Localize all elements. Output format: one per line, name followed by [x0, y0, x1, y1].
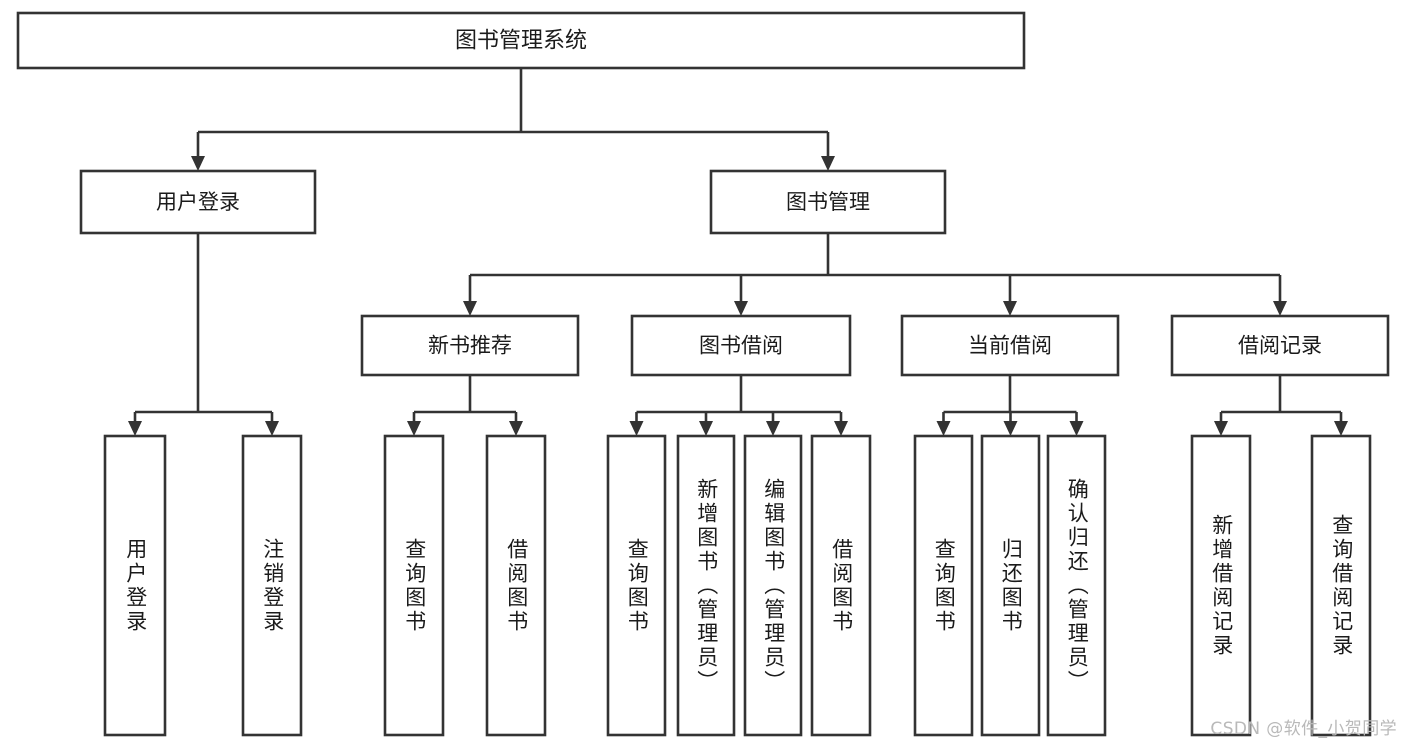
leaf-node-box-leaf-borrow-book-2[interactable] [810, 434, 872, 737]
arrow-head-icon [629, 421, 644, 436]
leaf-node-box-leaf-add-book[interactable] [676, 434, 736, 737]
root-node-label: 图书管理系统 [455, 29, 587, 54]
connector-lines [128, 68, 1348, 436]
node-boxes [16, 11, 1390, 737]
arrow-head-icon [1069, 421, 1084, 436]
leaf-node-box-leaf-add-record[interactable] [1190, 434, 1252, 737]
arrow-head-icon [463, 301, 477, 316]
leaf-node-box-leaf-user-login[interactable] [103, 434, 167, 737]
arrow-head-icon [509, 421, 523, 436]
arrow-head-icon [1334, 421, 1348, 436]
arrow-head-icon [734, 301, 748, 316]
arrow-head-icon [766, 421, 780, 436]
root-node-box[interactable] [16, 11, 1026, 70]
level2-node-label-new-book-recommend: 新书推荐 [428, 334, 512, 358]
level1-node-box-user-login[interactable] [79, 169, 317, 235]
arrow-head-icon [265, 421, 279, 436]
level1-node-label-book-management: 图书管理 [786, 190, 870, 214]
arrow-head-icon [1273, 301, 1287, 316]
level2-node-label-book-borrow: 图书借阅 [699, 334, 783, 358]
leaf-node-box-leaf-borrow-book-1[interactable] [485, 434, 547, 737]
leaf-node-box-leaf-query-book-2[interactable] [606, 434, 667, 737]
leaf-node-box-leaf-confirm-return[interactable] [1046, 434, 1107, 737]
arrow-head-icon [1003, 301, 1017, 316]
arrow-head-icon [1214, 421, 1228, 436]
leaf-node-box-leaf-edit-book[interactable] [743, 434, 803, 737]
arrow-head-icon [821, 156, 835, 171]
leaf-node-box-leaf-query-book-3[interactable] [913, 434, 974, 737]
arrow-head-icon [699, 421, 713, 436]
leaf-node-box-leaf-logout[interactable] [241, 434, 303, 737]
level2-node-box-book-borrow[interactable] [630, 314, 852, 377]
arrow-head-icon [834, 421, 848, 436]
arrow-head-icon [1003, 421, 1018, 436]
arrow-head-icon [191, 156, 205, 171]
level1-node-label-user-login: 用户登录 [156, 190, 240, 214]
leaf-node-box-leaf-return-book[interactable] [980, 434, 1041, 737]
leaf-node-box-leaf-query-record[interactable] [1310, 434, 1372, 737]
level2-node-box-borrow-record[interactable] [1170, 314, 1390, 377]
level1-node-box-book-management[interactable] [709, 169, 947, 235]
arrow-head-icon [128, 421, 142, 436]
level2-node-label-borrow-record: 借阅记录 [1238, 334, 1322, 358]
level2-node-box-new-book-recommend[interactable] [360, 314, 580, 377]
leaf-node-box-leaf-query-book-1[interactable] [383, 434, 445, 737]
level2-node-label-current-borrow: 当前借阅 [968, 334, 1052, 358]
arrow-head-icon [936, 421, 951, 436]
level2-node-box-current-borrow[interactable] [900, 314, 1120, 377]
arrow-head-icon [407, 421, 421, 436]
